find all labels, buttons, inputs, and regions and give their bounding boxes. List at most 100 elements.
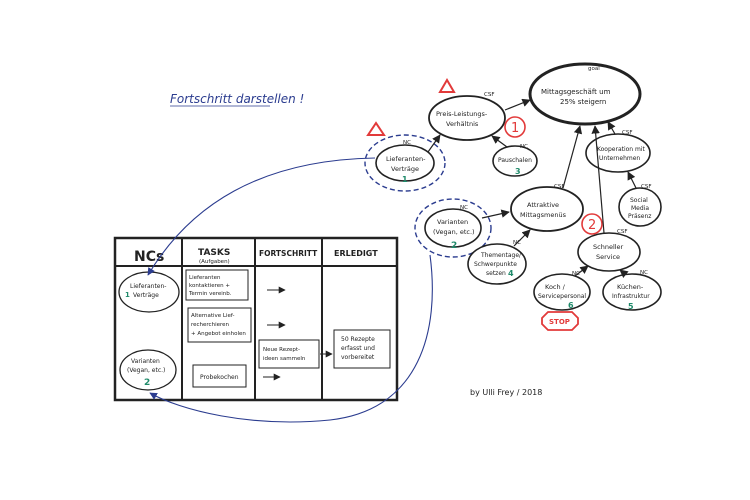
kanban-board: NCs TASKS (Aufgaben) FORTSCHRITT ERLEDIG… <box>113 236 399 402</box>
stop-sign-label: STOP <box>549 318 570 326</box>
csf-social-line3: Präsenz <box>628 213 651 220</box>
link-lieferanten-to-board <box>147 157 376 276</box>
arrow-lieferanten-to-preis <box>427 134 441 153</box>
nc-kuechen-number: 5 <box>628 302 634 311</box>
link-varianten-to-board <box>149 254 433 423</box>
board-header-progress: FORTSCHRITT <box>259 249 318 258</box>
arrow-service-to-goal <box>591 125 605 234</box>
nc-varianten-number: 2 <box>451 241 457 251</box>
nc-pauschalen-tag: NC <box>520 144 528 150</box>
csf-social-node <box>618 187 662 227</box>
board-header-tasks-sub: (Aufgaben) <box>199 259 230 265</box>
csf-social-tag: CSF <box>641 184 652 190</box>
progress-card-line2: ideen sammeln <box>263 356 306 362</box>
board-header-tasks: TASKS <box>198 248 230 258</box>
arrow-kooperation-to-goal <box>607 121 616 135</box>
task-card-research-line2: recherchieren <box>191 322 230 328</box>
nc-koch-tag: NC <box>572 271 580 277</box>
headline: Fortschritt darstellen ! <box>170 92 304 106</box>
nc-pauschalen-node <box>492 145 538 177</box>
done-card-line1: 50 Rezepte <box>341 336 375 343</box>
task-card-research-line1: Alternative Lief- <box>191 313 235 319</box>
task-card-contact <box>185 269 249 301</box>
csf-mittagsmenus-tag: CSF <box>554 184 565 190</box>
board-nc-varianten-number: 2 <box>144 378 150 388</box>
progress-card-rezeptideen <box>258 339 320 369</box>
nc-lieferanten-node <box>375 144 435 182</box>
done-card-rezepte <box>333 329 391 369</box>
nc-lieferanten-line1: Lieferanten- <box>386 155 426 163</box>
nc-koch-line1: Koch / <box>545 283 566 291</box>
csf-preis-line1: Preis-Leistungs- <box>436 110 488 118</box>
csf-service-line2: Service <box>596 253 620 261</box>
csf-preis-badge-number: 1 <box>511 121 519 136</box>
arrow-kuechen-to-service <box>619 269 629 279</box>
task-card-probekochen <box>192 364 247 388</box>
warning-triangle-icon <box>366 121 386 136</box>
nc-kuechen-node <box>602 273 662 311</box>
csf-service-node <box>577 232 641 272</box>
csf-kooperation-tag: CSF <box>622 130 633 136</box>
board-nc-varianten <box>119 349 177 391</box>
map-arrows <box>427 98 637 279</box>
arrow-varianten-to-mittagsmenus <box>481 209 510 219</box>
csf-preis-line2: Verhältnis <box>446 120 479 128</box>
board-nc-lieferanten-number: 1 <box>125 291 130 299</box>
csf-social-line2: Media <box>631 205 649 212</box>
arrow-social-to-kooperation <box>627 171 637 189</box>
goal-tag: goal <box>588 66 600 72</box>
task-card-contact-line2: kontaktieren + <box>189 283 230 289</box>
nc-varianten-line1: Varianten <box>437 218 468 226</box>
nc-koch-node <box>533 273 591 311</box>
arrow-koch-to-service <box>574 265 589 277</box>
csf-mittagsmenus-node <box>510 186 584 232</box>
board-nc-varianten-line2: (Vegan, etc.) <box>127 367 165 374</box>
csf-kooperation-node <box>585 133 651 173</box>
arrow-thementage-to-mittagsmenus <box>513 229 531 247</box>
nc-kuechen-tag: NC <box>640 270 648 276</box>
csf-social-line1: Social <box>630 197 648 204</box>
goal-node <box>528 62 642 126</box>
task-card-research <box>187 307 252 343</box>
stop-sign-icon <box>541 311 579 331</box>
board-nc-lieferanten-line1: Lieferanten- <box>130 283 166 290</box>
nc-varianten-tag: NC <box>460 205 468 211</box>
nc-pauschalen-label: Pauschalen <box>498 157 532 164</box>
nc-lieferanten-highlight <box>364 134 446 192</box>
nc-thementage-line1: Thementage/ <box>480 252 522 259</box>
nc-koch-number: 6 <box>568 301 574 310</box>
done-card-line3: vorbereitet <box>341 354 375 361</box>
csf-mittagsmenus-line1: Attraktive <box>527 201 559 209</box>
nc-thementage-line3: setzen <box>486 270 506 277</box>
csf-preis-tag: CSF <box>484 92 495 98</box>
task-card-contact-line3: Termin vereinb. <box>188 291 232 297</box>
csf-preis-node <box>428 95 506 141</box>
progress-card-line1: Neue Rezept- <box>263 347 300 353</box>
arrow-pauschalen-to-preis <box>491 135 508 148</box>
csf-kooperation-line2: Unternehmen <box>599 155 640 162</box>
author-credit: by Ulli Frey / 2018 <box>470 388 542 397</box>
task-card-contact-line1: Lieferanten <box>189 275 221 281</box>
nc-thementage-node <box>467 243 527 285</box>
goal-line1: Mittagsgeschäft um <box>541 88 611 96</box>
nc-varianten-line2: (Vegan, etc.) <box>433 228 475 236</box>
task-card-research-line3: + Angebot einholen <box>191 331 246 337</box>
nc-lieferanten-tag: NC <box>403 140 411 146</box>
warning-triangle-icon <box>438 78 456 93</box>
csf-preis-badge <box>504 116 526 138</box>
csf-kooperation-line1: Kooperation mit <box>597 146 646 153</box>
arrow-mittagsmenus-to-goal <box>562 125 583 189</box>
csf-service-line1: Schneller <box>593 243 624 251</box>
nc-lieferanten-line2: Verträge <box>391 165 419 173</box>
board-nc-lieferanten-line2: Verträge <box>133 292 159 299</box>
nc-lieferanten-number: 1 <box>402 175 408 184</box>
nc-thementage-number: 4 <box>508 269 514 278</box>
nc-kuechen-line1: Küchen- <box>617 283 644 291</box>
csf-mittagsmenus-badge-number: 2 <box>588 218 596 233</box>
task-card-probekochen-label: Probekochen <box>200 374 239 381</box>
board-header-done: ERLEDIGT <box>334 249 378 258</box>
board-nc-varianten-line1: Varianten <box>131 358 160 365</box>
goal-line2: 25% steigern <box>560 98 606 106</box>
